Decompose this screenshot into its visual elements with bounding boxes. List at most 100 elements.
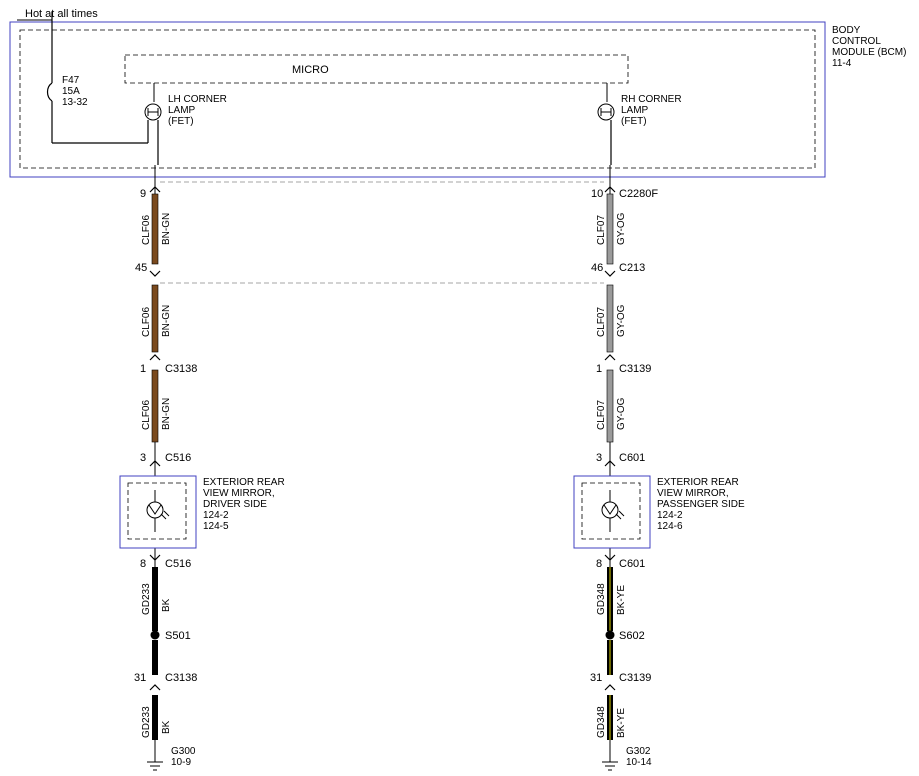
wire-color-label: BK xyxy=(161,598,172,612)
connector-name: C601 xyxy=(619,452,645,464)
fuse-name: F47 xyxy=(62,75,80,86)
pin-number: 8 xyxy=(596,558,602,570)
pin-number: 45 xyxy=(135,262,147,274)
circuit-label: CLF07 xyxy=(596,307,607,337)
wire-clf06-segment-3 xyxy=(151,369,159,443)
micro-label: MICRO xyxy=(292,64,329,76)
circuit-label: CLF07 xyxy=(596,400,607,430)
wire-clf07-segment-2 xyxy=(606,284,614,353)
connector-name: C3139 xyxy=(619,672,651,684)
circuit-label: GD233 xyxy=(141,706,152,738)
pin-number: 31 xyxy=(134,672,146,684)
fuse-icon xyxy=(46,82,53,102)
component-label-5: 124-6 xyxy=(657,521,683,532)
connector-icon xyxy=(149,354,161,361)
pin-number: 8 xyxy=(140,558,146,570)
ground-icon xyxy=(602,761,618,771)
ground-name: G300 xyxy=(171,746,196,757)
connector-icon xyxy=(604,554,616,561)
body-control-module: MICRO BODY CONTROL MODULE (BCM) 11-4 xyxy=(9,21,906,178)
wire-gd233-segment-1 xyxy=(152,567,158,631)
circuit-label: CLF06 xyxy=(141,215,152,245)
component-label-3: DRIVER SIDE xyxy=(203,499,267,510)
connector-icon xyxy=(149,186,161,193)
circuit-label: CLF06 xyxy=(141,307,152,337)
pin-number: 1 xyxy=(596,363,602,375)
bcm-title-2: CONTROL xyxy=(832,36,881,47)
component-label-4: 124-2 xyxy=(657,510,683,521)
component-label-4: 124-2 xyxy=(203,510,229,521)
pin-number: 3 xyxy=(140,452,146,464)
ground-ref: 10-14 xyxy=(626,757,652,768)
exterior-mirror-passenger xyxy=(573,475,651,549)
component-label-2: VIEW MIRROR, xyxy=(657,488,729,499)
fuse-rating: 15A xyxy=(62,86,80,97)
wire-clf06-segment-2 xyxy=(151,284,159,353)
ground-icon xyxy=(147,761,163,771)
connector-icon xyxy=(149,684,161,691)
pin-number: 46 xyxy=(591,262,603,274)
component-label-1: EXTERIOR REAR xyxy=(203,477,285,488)
connector-icon xyxy=(604,270,616,277)
connector-name: C3138 xyxy=(165,363,197,375)
connector-name: C213 xyxy=(619,262,645,274)
splice-dot xyxy=(605,630,615,640)
wire-color-label: BK-YE xyxy=(616,708,627,738)
power-feed: Hot at all times F47 15A 13-32 xyxy=(17,8,149,144)
connector-name: C3139 xyxy=(619,363,651,375)
connector-name: C2280F xyxy=(619,188,658,200)
connector-icon xyxy=(604,354,616,361)
bcm-outline xyxy=(9,21,826,178)
circuit-label: CLF06 xyxy=(141,400,152,430)
lh-lamp-line2: LAMP xyxy=(168,105,196,116)
lamp-icon xyxy=(601,501,619,519)
wire-clf06-segment-1 xyxy=(151,193,159,265)
ground-ref: 10-9 xyxy=(171,757,191,768)
pin-number: 31 xyxy=(590,672,602,684)
wire-clf07-segment-1 xyxy=(606,193,614,265)
pin-number: 9 xyxy=(140,188,146,200)
pin-number: 1 xyxy=(140,363,146,375)
wire-gd233-segment-2 xyxy=(152,640,158,675)
connector-icon xyxy=(149,270,161,277)
wire-color-label: GY-OG xyxy=(616,212,627,245)
wire-color-label: BK xyxy=(161,720,172,734)
circuit-label: GD348 xyxy=(596,706,607,738)
rh-lamp-line3: (FET) xyxy=(621,116,647,127)
lh-lamp-line3: (FET) xyxy=(168,116,194,127)
circuit-label: CLF07 xyxy=(596,215,607,245)
wire-clf07-segment-3 xyxy=(606,369,614,443)
connector-name: C3138 xyxy=(165,672,197,684)
lh-corner-lamp-fet: LH CORNER LAMP (FET) xyxy=(144,83,227,165)
connector-icon xyxy=(604,460,616,467)
wire-color-label: BN-GN xyxy=(161,398,172,430)
rh-lamp-line1: RH CORNER xyxy=(621,94,682,105)
splice-label: S501 xyxy=(165,630,191,642)
bcm-title-1: BODY xyxy=(832,25,861,36)
connector-name: C516 xyxy=(165,452,191,464)
lamp-icon xyxy=(146,501,164,519)
fuse-ref: 13-32 xyxy=(62,97,88,108)
wire-gd233-segment-3 xyxy=(152,695,158,740)
lh-lamp-line1: LH CORNER xyxy=(168,94,227,105)
bcm-title-3: MODULE (BCM) xyxy=(832,47,906,58)
circuit-label: GD348 xyxy=(596,583,607,615)
ground-name: G302 xyxy=(626,746,651,757)
wire-color-label: BN-GN xyxy=(161,213,172,245)
connector-icon xyxy=(604,684,616,691)
component-label-1: EXTERIOR REAR xyxy=(657,477,739,488)
bcm-title-4: 11-4 xyxy=(832,58,852,69)
left-circuit: S501 9 45 1 C3138 3 C516 8 C516 31 C3138… xyxy=(119,165,285,771)
wire-color-label: BK-YE xyxy=(616,585,627,615)
component-label-2: VIEW MIRROR, xyxy=(203,488,275,499)
connector-icon xyxy=(604,186,616,193)
connector-name: C601 xyxy=(619,558,645,570)
component-label-3: PASSENGER SIDE xyxy=(657,499,745,510)
component-label-5: 124-5 xyxy=(203,521,229,532)
circuit-label: GD233 xyxy=(141,583,152,615)
wire-color-label: GY-OG xyxy=(616,304,627,337)
connector-name: C516 xyxy=(165,558,191,570)
splice-dot xyxy=(150,630,160,640)
rh-lamp-line2: LAMP xyxy=(621,105,649,116)
